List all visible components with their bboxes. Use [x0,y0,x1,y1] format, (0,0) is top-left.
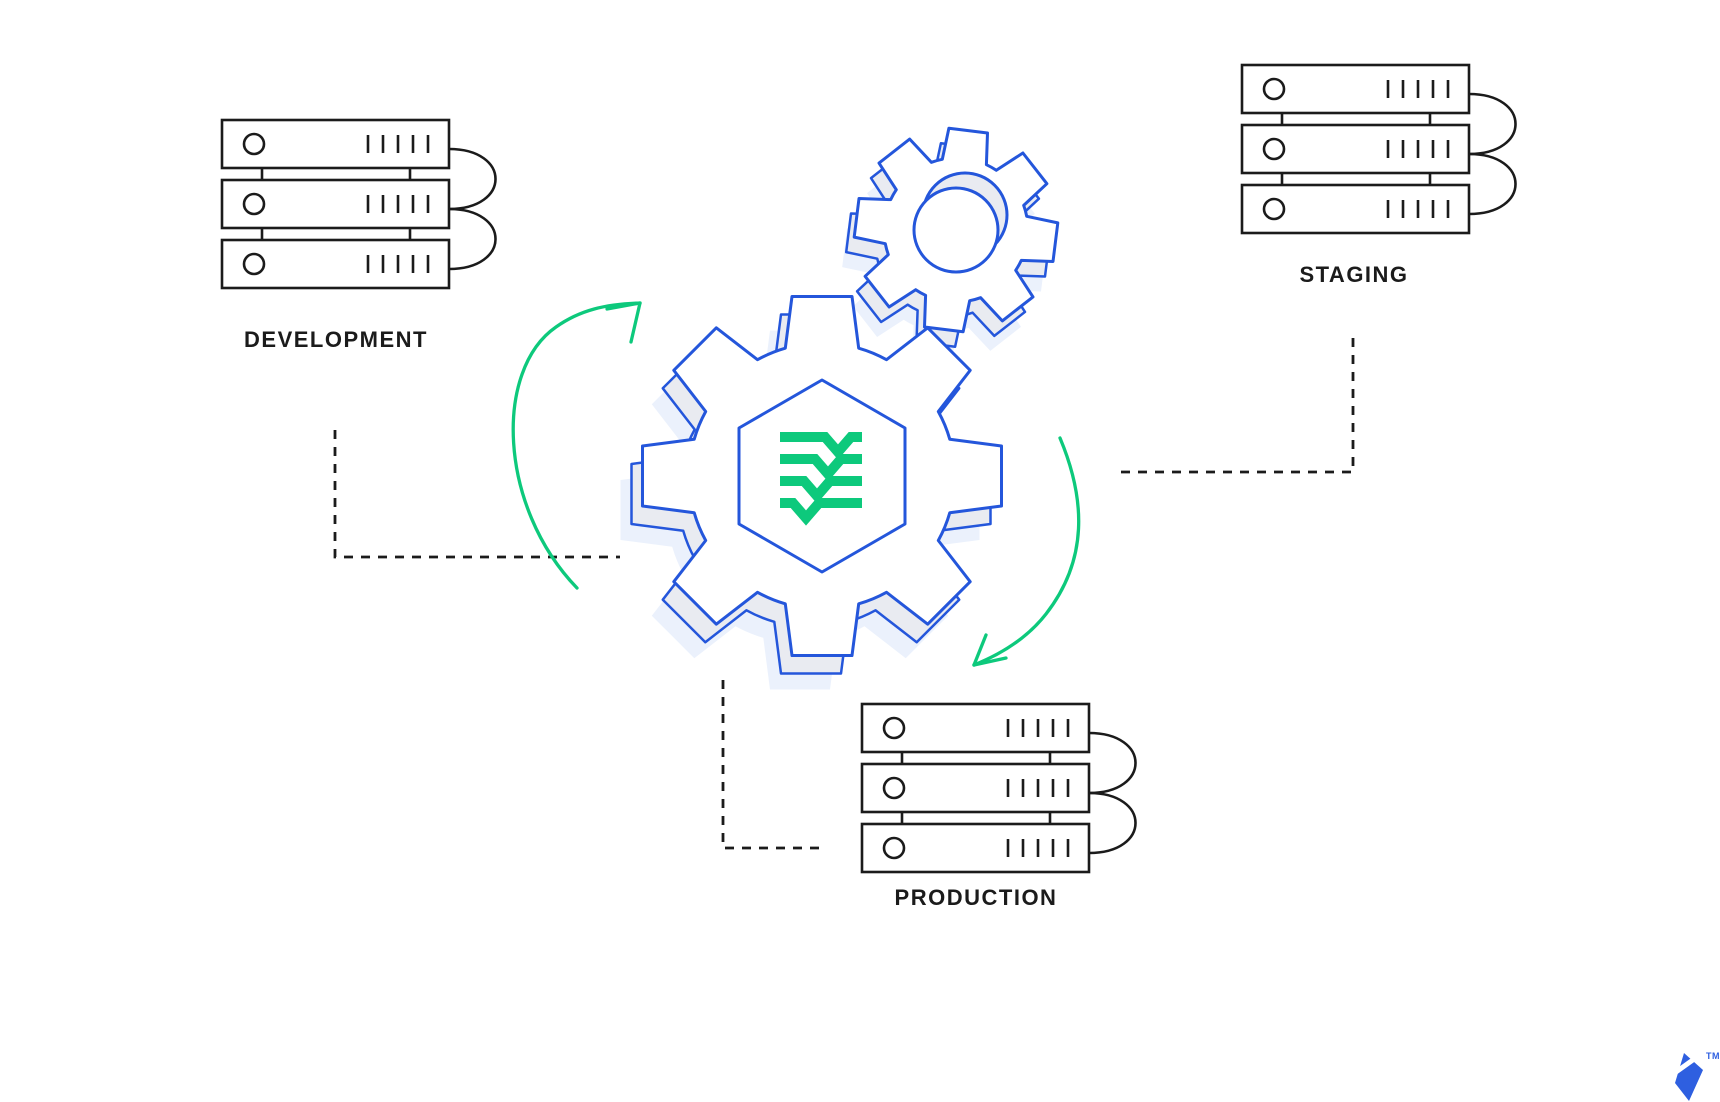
small-gear-icon [842,126,1060,362]
connector-production-dashed [721,680,822,850]
cycle-arrow-down-icon [972,436,1081,667]
connector-development-dashed [333,430,620,559]
label-development: DEVELOPMENT [244,327,428,352]
cycle-arrow-up-icon [511,301,642,590]
server-stack-staging-icon [1240,63,1517,235]
connector-staging-dashed [1113,338,1355,474]
toptal-logo-icon [1674,1053,1703,1101]
server-stack-development-icon [220,118,497,290]
trademark-text: TM [1706,1051,1720,1061]
server-stack-production-icon [860,702,1137,874]
label-production: PRODUCTION [894,885,1058,910]
label-staging: STAGING [1299,262,1409,287]
code-merge-icon [780,432,862,526]
